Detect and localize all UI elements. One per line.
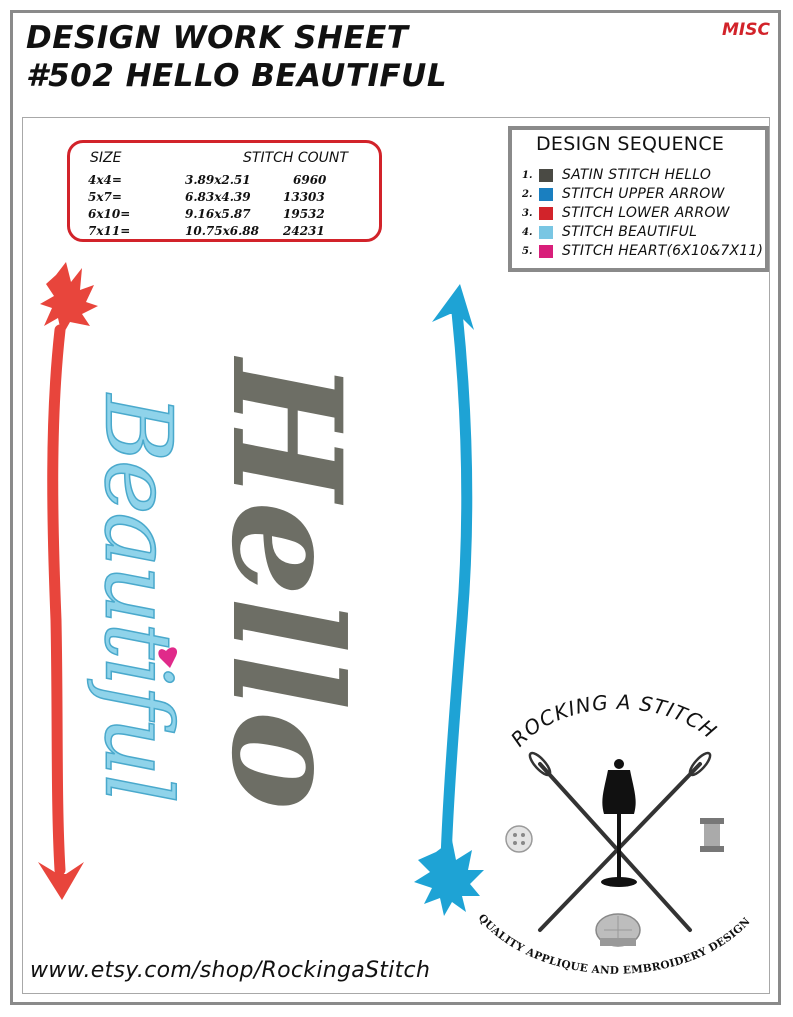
sequence-item: 2. STITCH UPPER ARROW <box>522 186 772 204</box>
design-dimensions: 3.89x2.51 <box>185 173 251 187</box>
design-sequence-panel: DESIGN SEQUENCE 1. SATIN STITCH HELLO 2.… <box>508 126 769 272</box>
shop-url: www.etsy.com/shop/RockingaStitch <box>30 958 431 983</box>
stitch-count: 24231 <box>283 224 325 238</box>
size-table: SIZE STITCH COUNT 4x4= 3.89x2.51 6960 5x… <box>67 140 382 242</box>
sequence-label: STITCH UPPER ARROW <box>562 186 725 202</box>
beautiful-word: Beautiful <box>84 392 193 803</box>
svg-text:Hello: Hello <box>198 355 374 810</box>
hoop-size: 4x4= <box>88 173 122 187</box>
color-swatch <box>539 188 553 201</box>
sequence-label: STITCH LOWER ARROW <box>562 205 730 221</box>
color-swatch <box>539 207 553 220</box>
sequence-number: 5. <box>522 246 533 257</box>
design-title: #502 HELLO BEAUTIFUL <box>26 58 448 94</box>
sequence-item: 1. SATIN STITCH HELLO <box>522 167 772 185</box>
sequence-label: STITCH BEAUTIFUL <box>562 224 698 240</box>
sequence-label: SATIN STITCH HELLO <box>562 167 712 183</box>
sequence-item: 5. STITCH HEART(6X10&7X11) <box>522 243 772 261</box>
category-label: MISC <box>722 20 770 40</box>
heart-icon <box>158 647 178 668</box>
sequence-item: 4. STITCH BEAUTIFUL <box>522 224 772 242</box>
sequence-number: 1. <box>522 170 533 181</box>
sequence-number: 2. <box>522 189 533 200</box>
hoop-size: 7x11= <box>88 224 131 238</box>
color-swatch <box>539 245 553 258</box>
lower-arrow <box>38 262 98 900</box>
sheet-title: DESIGN WORK SHEET <box>26 20 409 56</box>
design-dimensions: 9.16x5.87 <box>185 207 251 221</box>
needle-icon <box>528 751 692 932</box>
size-column-header: SIZE <box>90 150 122 166</box>
design-dimensions: 10.75x6.88 <box>185 224 259 238</box>
thread-spool-icon <box>700 818 724 852</box>
size-row: 4x4= 3.89x2.51 6960 <box>88 173 378 191</box>
design-dimensions: 6.83x4.39 <box>185 190 251 204</box>
sequence-number: 3. <box>522 208 533 219</box>
sequence-item: 3. STITCH LOWER ARROW <box>522 205 772 223</box>
brand-logo: ROCKING A STITCH QUALITY APPLIQUE AND EM… <box>476 690 753 977</box>
size-row: 5x7= 6.83x4.39 13303 <box>88 190 378 208</box>
dress-form-icon <box>601 759 637 887</box>
design-area-frame <box>22 117 770 994</box>
stitch-count-column-header: STITCH COUNT <box>243 150 348 166</box>
color-swatch <box>539 226 553 239</box>
color-swatch <box>539 169 553 182</box>
size-row: 6x10= 9.16x5.87 19532 <box>88 207 378 225</box>
sequence-label: STITCH HEART(6X10&7X11) <box>562 243 764 259</box>
logo-top-text: ROCKING A STITCH <box>506 690 722 751</box>
button-icon <box>505 825 533 853</box>
svg-text:Beautiful: Beautiful <box>85 392 192 801</box>
hoop-size: 6x10= <box>88 207 131 221</box>
hoop-size: 5x7= <box>88 190 122 204</box>
design-sequence-title: DESIGN SEQUENCE <box>536 133 725 155</box>
stitch-count: 19532 <box>283 207 325 221</box>
size-row: 7x11= 10.75x6.88 24231 <box>88 224 378 242</box>
hello-word: Hello <box>198 355 374 810</box>
stitch-count: 6960 <box>293 173 327 187</box>
sequence-number: 4. <box>522 227 533 238</box>
outer-frame <box>10 10 781 1005</box>
upper-arrow <box>414 284 484 916</box>
stitch-count: 13303 <box>283 190 325 204</box>
pincushion-icon <box>595 913 641 947</box>
